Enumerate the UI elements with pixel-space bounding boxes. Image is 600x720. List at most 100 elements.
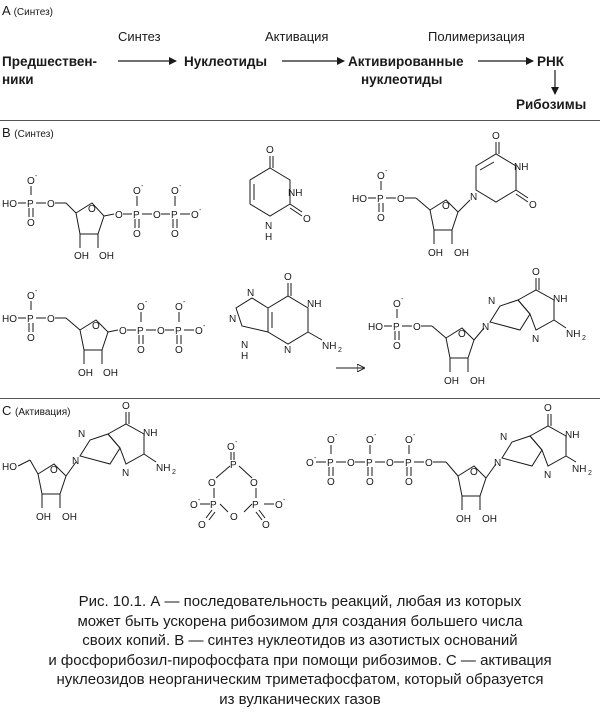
svg-text:O: O <box>405 477 413 488</box>
svg-text:N: N <box>122 468 129 479</box>
step-polymerization-label: Полимеризация <box>428 29 525 44</box>
svg-text:P: P <box>171 210 178 221</box>
caption-line-1-text: А — последовательность реакций, любая из… <box>146 593 522 610</box>
svg-text:NH: NH <box>514 162 528 173</box>
svg-text:2: 2 <box>582 335 586 342</box>
svg-text:-: - <box>203 323 206 330</box>
svg-text:2: 2 <box>338 347 342 354</box>
molecule-gtp: O - P O - O O P O - O O P O - O O O OH <box>306 403 592 525</box>
svg-text:O: O <box>115 210 123 221</box>
svg-text:O: O <box>27 333 35 344</box>
svg-text:O: O <box>327 435 335 446</box>
chem-structures: HO P O - O O O OH OH O P O - O O P O - <box>2 131 592 531</box>
svg-text:HO: HO <box>2 314 17 325</box>
svg-text:O: O <box>425 458 433 469</box>
svg-text:O: O <box>122 401 130 412</box>
svg-text:O: O <box>195 326 203 337</box>
svg-text:O: O <box>442 201 450 212</box>
svg-text:-: - <box>401 296 404 303</box>
svg-text:NH: NH <box>156 463 170 474</box>
svg-text:O: O <box>175 345 183 356</box>
svg-text:-: - <box>141 183 144 190</box>
svg-text:O: O <box>88 204 96 215</box>
svg-text:O: O <box>208 478 216 489</box>
svg-text:O: O <box>27 218 35 229</box>
svg-text:O: O <box>413 322 421 333</box>
svg-text:O: O <box>190 500 198 511</box>
svg-text:O: O <box>393 299 401 310</box>
section-b-letter: B <box>2 125 11 140</box>
section-b-subtitle: (Синтез) <box>14 129 54 140</box>
svg-text:NH: NH <box>566 329 580 340</box>
section-b-label: B (Синтез) <box>2 126 54 140</box>
svg-text:O: O <box>366 477 374 488</box>
section-a-subtitle: (Синтез) <box>13 7 53 18</box>
svg-text:O: O <box>47 314 55 325</box>
svg-text:N: N <box>229 314 236 325</box>
svg-text:-: - <box>335 432 338 439</box>
caption-line-1: Рис. 10.1. А — последовательность реакци… <box>0 592 600 612</box>
svg-text:H: H <box>265 232 272 243</box>
svg-text:OH: OH <box>62 512 77 523</box>
node-nucleotides: Нуклеотиды <box>184 54 268 69</box>
svg-text:O: O <box>133 186 141 197</box>
svg-text:O: O <box>327 477 335 488</box>
section-c-subtitle: (Активация) <box>15 407 71 418</box>
caption-fig-label: Рис. 10.1. <box>78 593 147 610</box>
svg-text:O: O <box>230 512 238 523</box>
svg-text:O: O <box>198 520 206 531</box>
svg-text:P: P <box>137 326 144 337</box>
svg-text:P: P <box>27 314 34 325</box>
svg-text:O: O <box>262 520 270 531</box>
section-a-arrows <box>118 57 559 95</box>
svg-text:N: N <box>241 340 248 351</box>
svg-text:-: - <box>283 497 286 504</box>
svg-text:P: P <box>252 500 259 511</box>
svg-text:P: P <box>366 458 373 469</box>
svg-text:-: - <box>374 432 377 439</box>
svg-text:OH: OH <box>444 376 459 387</box>
svg-text:HO: HO <box>368 322 383 333</box>
section-c-label: C (Активация) <box>2 404 71 418</box>
svg-text:P: P <box>377 194 384 205</box>
caption-line-4: и фосфорибозил-пирофосфата при помощи ри… <box>48 651 552 669</box>
svg-text:O: O <box>191 210 199 221</box>
molecule-uracil: O NH O N H <box>249 145 311 243</box>
svg-text:HO: HO <box>2 199 17 210</box>
svg-text:O: O <box>92 321 100 332</box>
svg-text:HO: HO <box>352 194 367 205</box>
svg-text:OH: OH <box>470 376 485 387</box>
svg-text:2: 2 <box>588 470 592 477</box>
molecule-gmp: HO P O - O O O OH OH N N O NH N NH 2 <box>368 267 586 387</box>
svg-text:NH: NH <box>553 294 567 305</box>
svg-text:O: O <box>50 465 58 476</box>
node-activated-line2: нуклеотиды <box>361 72 443 87</box>
svg-text:HO: HO <box>2 462 17 473</box>
svg-text:-: - <box>179 183 182 190</box>
section-divider-ab <box>0 120 600 121</box>
svg-text:N: N <box>265 221 272 232</box>
section-c-letter: C <box>2 403 12 418</box>
svg-text:O: O <box>397 194 405 205</box>
svg-text:NH: NH <box>288 188 302 199</box>
svg-text:N: N <box>532 334 539 345</box>
svg-text:O: O <box>544 403 552 414</box>
svg-text:O: O <box>306 458 314 469</box>
svg-text:O: O <box>458 329 466 340</box>
caption-line-5: нуклеозидов неорганическим триметафосфат… <box>56 671 544 688</box>
svg-text:O: O <box>119 326 127 337</box>
svg-text:NH: NH <box>143 428 157 439</box>
svg-text:NH: NH <box>307 299 321 310</box>
svg-text:O: O <box>377 171 385 182</box>
svg-text:O: O <box>529 200 537 211</box>
svg-text:-: - <box>145 299 148 306</box>
svg-text:O: O <box>275 500 283 511</box>
svg-text:O: O <box>171 229 179 240</box>
molecule-trimetaphosphate: P O - O O P P O O - O - O O <box>190 439 286 531</box>
svg-text:O: O <box>393 341 401 352</box>
svg-text:O: O <box>153 210 161 221</box>
svg-text:-: - <box>35 288 38 295</box>
molecule-prpp-1: HO P O - O O O OH OH O P O - O O P O - <box>2 173 202 262</box>
svg-text:P: P <box>175 326 182 337</box>
section-divider-bc <box>0 398 600 399</box>
